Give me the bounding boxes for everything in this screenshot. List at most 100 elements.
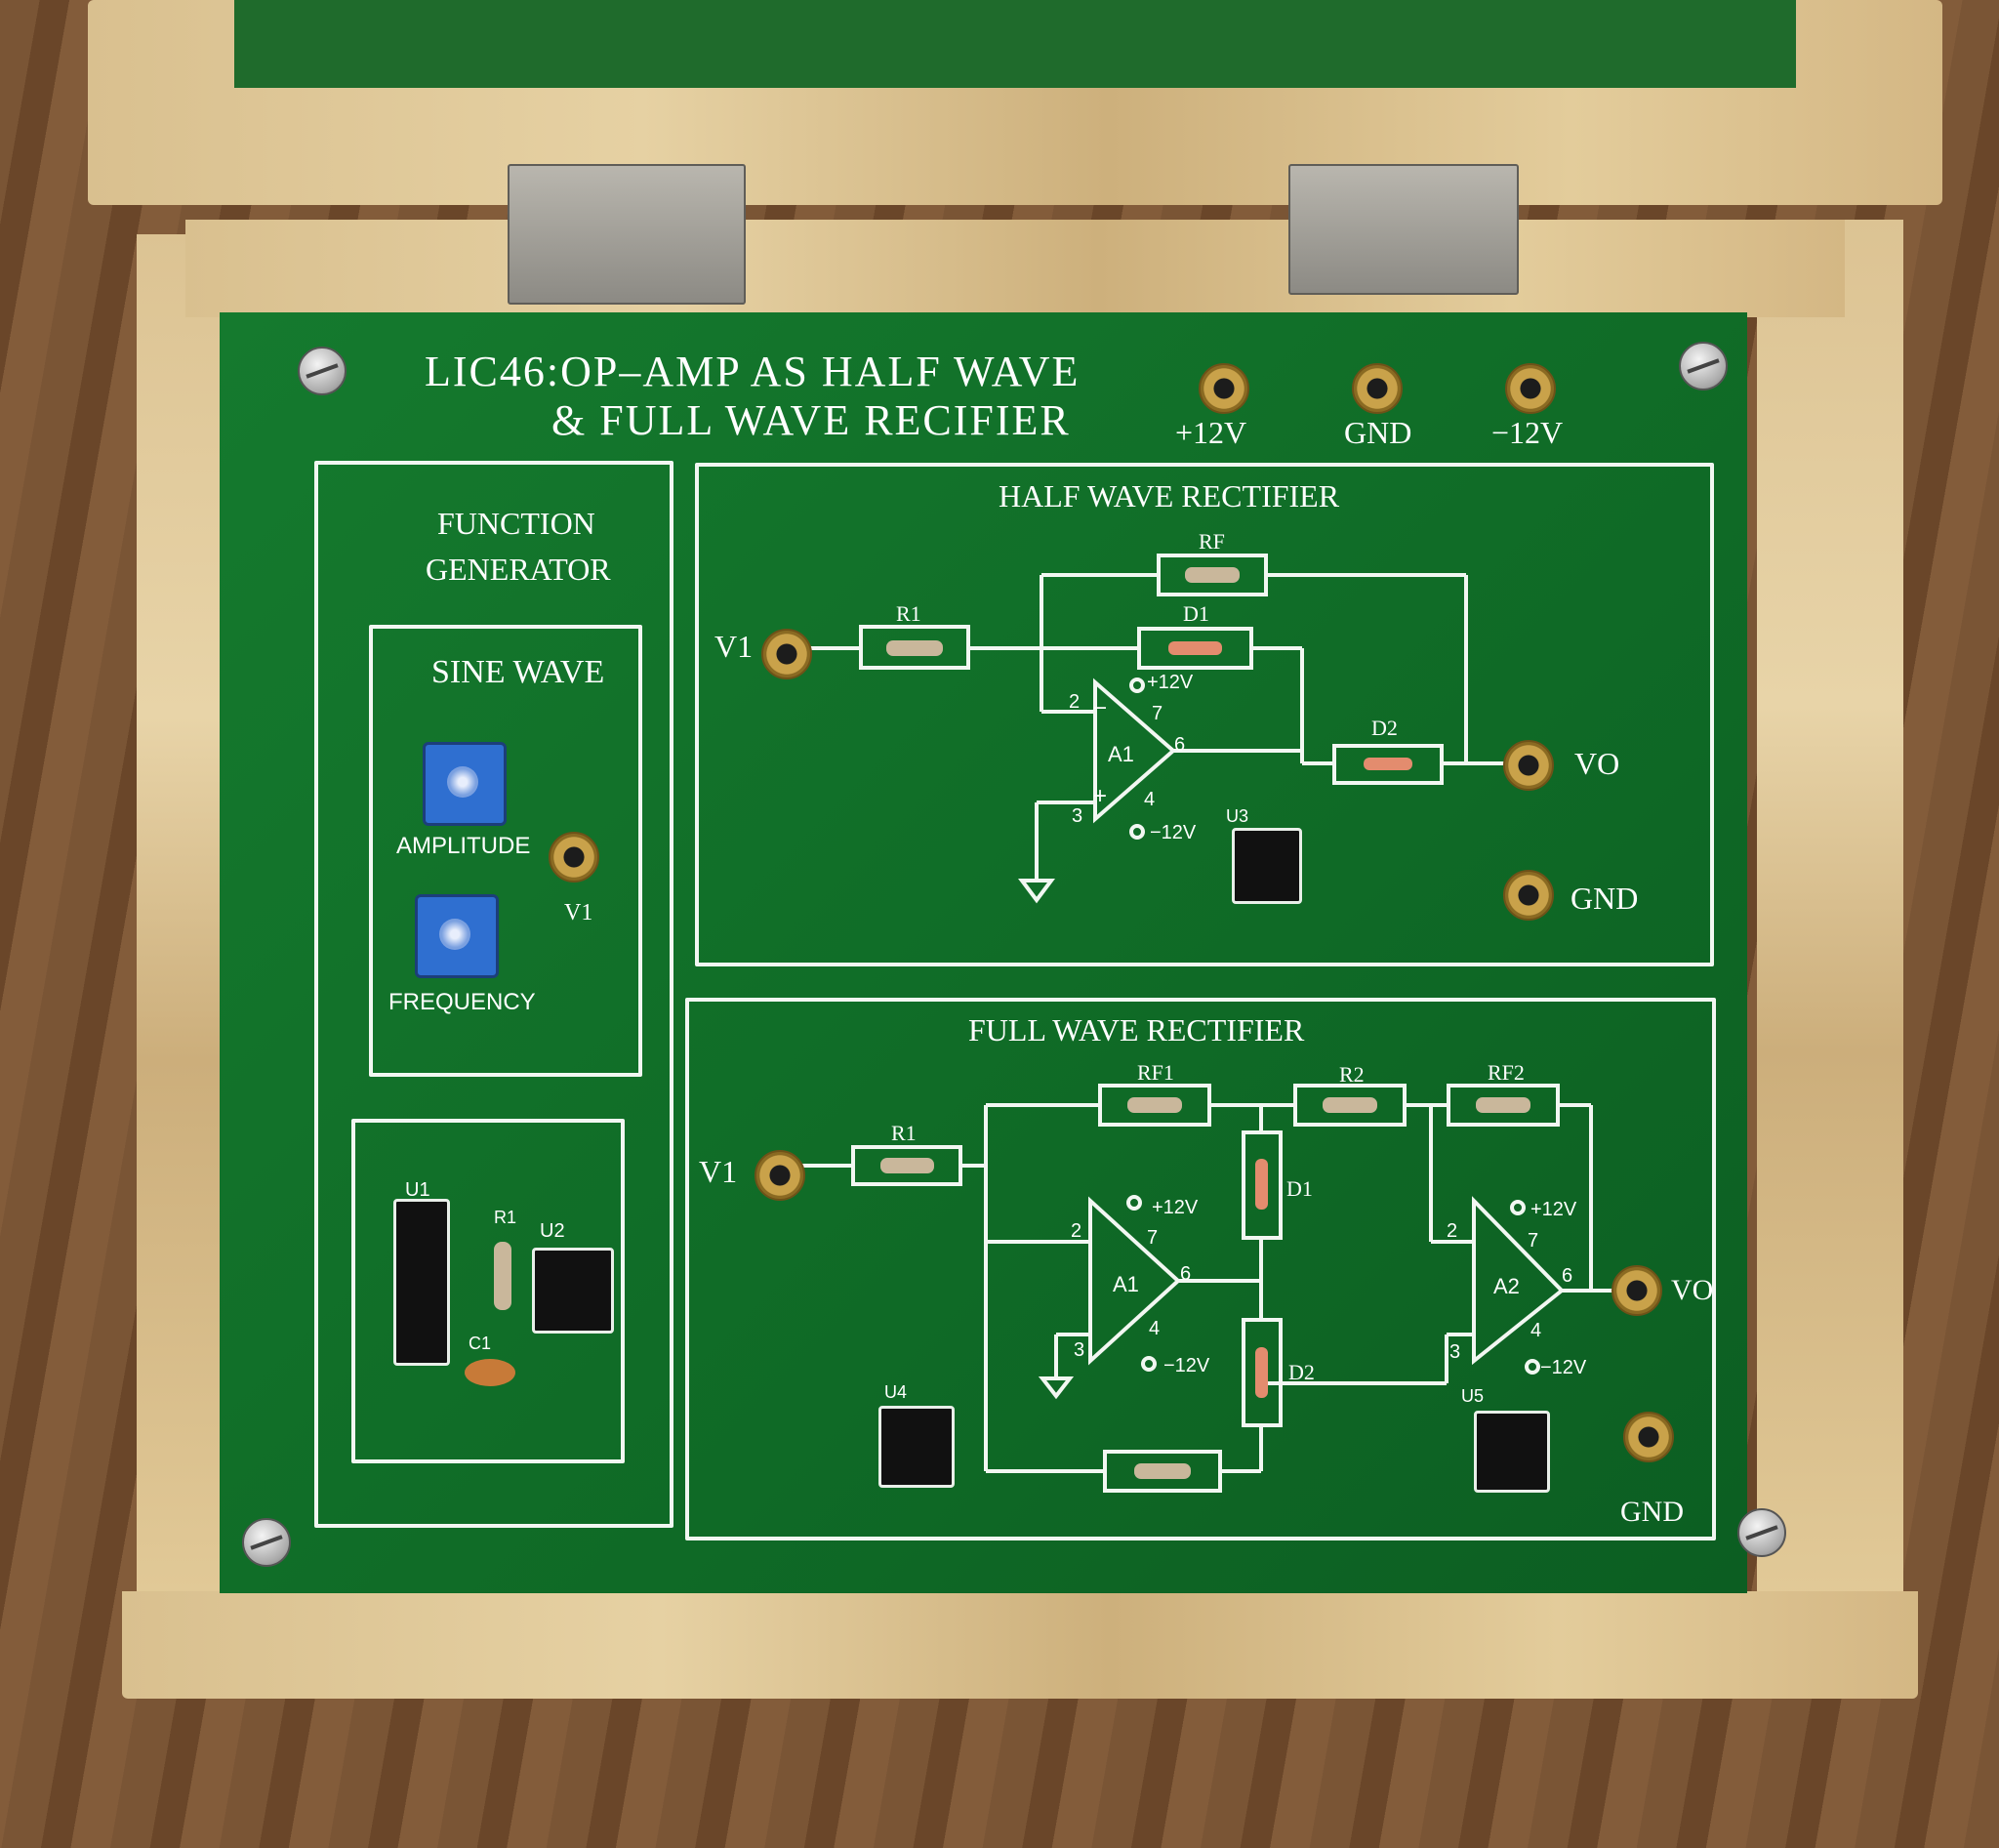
- sine-wave-label: SINE WAVE: [431, 654, 605, 690]
- fg-capacitor-c1: [465, 1359, 515, 1386]
- fw-rf2-label: RF2: [1488, 1060, 1525, 1085]
- fw-a2-plus12: +12V: [1530, 1199, 1577, 1220]
- fw-a2-pin4: 4: [1530, 1320, 1542, 1341]
- hw-gnd-label: GND: [1571, 881, 1639, 916]
- jack-gnd-power[interactable]: [1352, 363, 1403, 414]
- box-right-wall: [1757, 220, 1903, 1606]
- lid-felt: [234, 0, 1796, 88]
- fw-r1-label: R1: [891, 1121, 917, 1145]
- label-plus12v: +12V: [1175, 415, 1247, 450]
- hw-rf-label: RF: [1199, 529, 1225, 554]
- frequency-potentiometer[interactable]: [415, 894, 499, 978]
- amplitude-label: AMPLITUDE: [396, 833, 531, 859]
- jack-fg-v1[interactable]: [549, 832, 599, 883]
- fw-a2-pin4-dot: [1525, 1359, 1540, 1375]
- ic-u5-label: U5: [1461, 1386, 1485, 1406]
- fw-opamp-a1: [1088, 1196, 1181, 1366]
- jack-minus12v[interactable]: [1505, 363, 1556, 414]
- hw-opamp-a1: [1093, 678, 1177, 824]
- fw-a1-pin7-dot: [1126, 1195, 1142, 1211]
- hinge-right: [1288, 164, 1519, 295]
- box-top-wall: [185, 220, 1845, 317]
- fw-a2-pin6: 6: [1562, 1265, 1573, 1287]
- fw-opamp-a2: [1472, 1196, 1565, 1366]
- full-wave-panel: [685, 998, 1716, 1540]
- ic-u1-label: U1: [405, 1179, 430, 1201]
- fw-a2-pin3: 3: [1449, 1341, 1461, 1363]
- screw-bottom-left: [242, 1518, 291, 1567]
- fw-a1-plus12: +12V: [1152, 1197, 1199, 1218]
- fw-d2-label: D2: [1288, 1360, 1315, 1384]
- fw-ground-symbol: [1038, 1376, 1075, 1400]
- hw-plus12-label: +12V: [1147, 672, 1194, 693]
- jack-hw-vo[interactable]: [1503, 740, 1554, 791]
- fw-gnd-label: GND: [1620, 1496, 1684, 1528]
- hw-v1-label: V1: [714, 629, 754, 664]
- fw-a2-pin7: 7: [1528, 1230, 1539, 1252]
- fw-a2-minus12: −12V: [1540, 1357, 1587, 1378]
- fg-resistor-r1: [494, 1242, 511, 1310]
- ic-u4-label: U4: [884, 1382, 908, 1402]
- jack-fw-vo[interactable]: [1611, 1265, 1662, 1316]
- fw-v1-label: V1: [699, 1154, 738, 1189]
- fw-a1-pin4: 4: [1149, 1318, 1161, 1339]
- jack-hw-gnd[interactable]: [1503, 870, 1554, 921]
- hw-ground-symbol: [1018, 879, 1055, 904]
- hw-diode-d2: [1364, 758, 1412, 770]
- ic-u1: [393, 1199, 450, 1366]
- hinge-left: [508, 164, 746, 305]
- hw-resistor-rf: [1185, 567, 1240, 583]
- fw-a1-pin6: 6: [1180, 1263, 1192, 1285]
- ic-u3: [1232, 828, 1302, 904]
- fw-d1-label: D1: [1286, 1176, 1313, 1201]
- ic-u5: [1474, 1411, 1550, 1493]
- hw-pin6: 6: [1174, 734, 1186, 756]
- function-generator-title1: FUNCTION: [437, 506, 595, 541]
- hw-pin7: 7: [1152, 703, 1163, 724]
- full-wave-title: FULL WAVE RECTIFIER: [968, 1012, 1305, 1047]
- hw-d1-label: D1: [1183, 601, 1209, 626]
- jack-fw-v1[interactable]: [755, 1150, 805, 1201]
- fw-diode-d1: [1255, 1159, 1268, 1210]
- hw-pin4: 4: [1144, 789, 1156, 810]
- fw-diode-d2: [1255, 1347, 1268, 1398]
- hw-pin2: 2: [1069, 691, 1081, 713]
- amplitude-potentiometer[interactable]: [423, 742, 507, 826]
- box-bottom-wall: [122, 1591, 1918, 1699]
- screw-top-left: [298, 347, 347, 395]
- half-wave-title: HALF WAVE RECTIFIER: [999, 478, 1340, 513]
- fw-resistor-rf2: [1476, 1097, 1530, 1113]
- board-title-line2: & FULL WAVE RECIFIER: [551, 396, 1071, 444]
- fw-a1-label: A1: [1113, 1272, 1139, 1296]
- label-gnd-power: GND: [1344, 415, 1412, 450]
- fw-resistor-r2: [1323, 1097, 1377, 1113]
- ic-u4: [878, 1406, 955, 1488]
- half-wave-schematic: [807, 554, 1515, 904]
- jack-hw-v1[interactable]: [761, 629, 812, 679]
- hw-plus-input: +: [1093, 783, 1108, 809]
- board-title-line1: LIC46:OP–AMP AS HALF WAVE: [425, 348, 1081, 395]
- hw-diode-d1: [1168, 641, 1222, 655]
- fw-resistor-bottom: [1134, 1463, 1191, 1479]
- fg-r1-label: R1: [494, 1208, 517, 1227]
- hw-vo-label: VO: [1574, 746, 1620, 781]
- ic-u2: [532, 1248, 614, 1334]
- full-wave-schematic: [797, 1084, 1620, 1493]
- hw-r1-label: R1: [896, 601, 921, 626]
- jack-plus12v[interactable]: [1199, 363, 1249, 414]
- fw-a1-minus12: −12V: [1163, 1355, 1210, 1376]
- fg-ic-panel: [351, 1119, 625, 1463]
- function-generator-panel: [314, 461, 673, 1528]
- screw-top-right: [1679, 342, 1728, 390]
- fw-a1-pin3: 3: [1074, 1339, 1085, 1361]
- half-wave-panel: [695, 463, 1714, 966]
- hw-pin7-dot: [1129, 678, 1145, 693]
- fw-rf1-label: RF1: [1137, 1060, 1174, 1085]
- hw-resistor-r1: [886, 640, 943, 656]
- sine-wave-panel: [369, 625, 642, 1077]
- jack-fw-gnd[interactable]: [1623, 1412, 1674, 1462]
- screw-bottom-right: [1737, 1508, 1786, 1557]
- hw-a1-label: A1: [1108, 742, 1134, 766]
- fw-a2-pin7-dot: [1510, 1200, 1526, 1215]
- fw-a1-pin7: 7: [1147, 1227, 1159, 1249]
